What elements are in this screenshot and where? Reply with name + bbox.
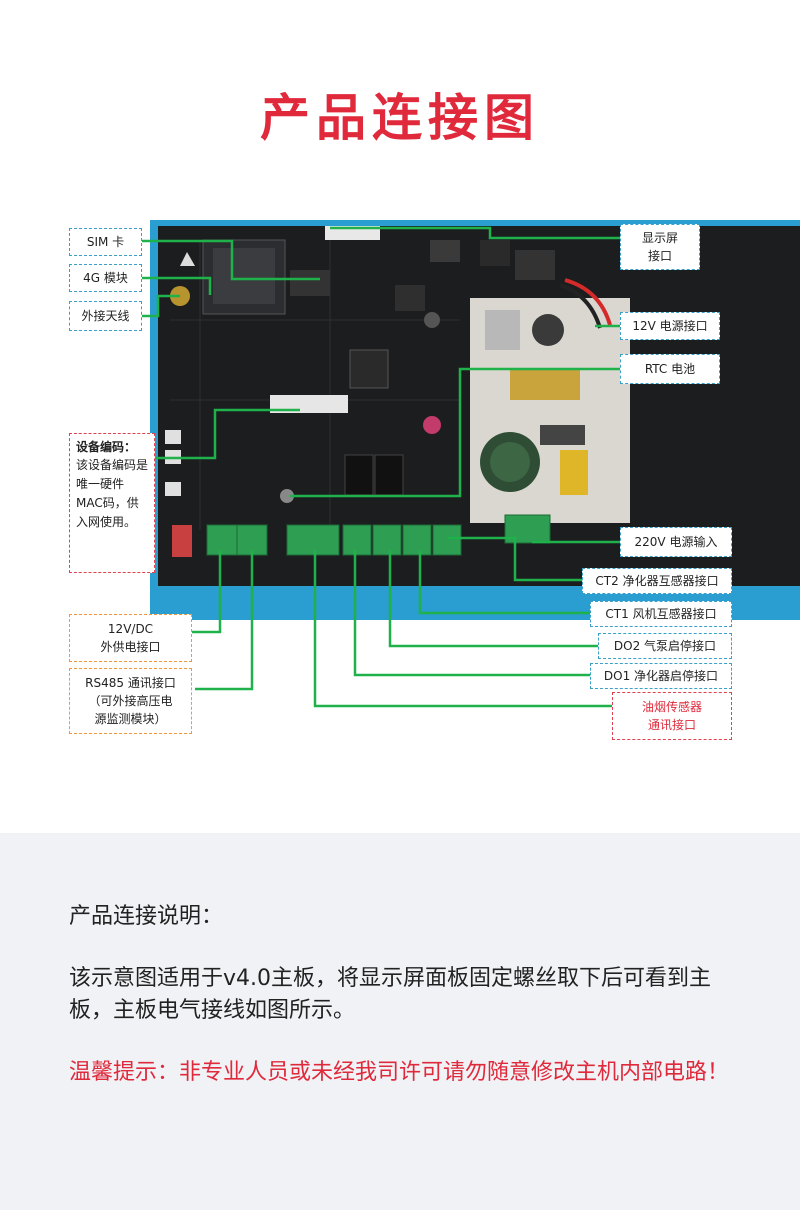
label-do2: DO2 气泵启停接口	[598, 633, 732, 659]
board-illustration	[142, 220, 800, 708]
chip-a	[395, 285, 425, 311]
label-12v-power: 12V 电源接口	[620, 312, 720, 340]
terminal-do2	[372, 524, 402, 556]
label-sim: SIM 卡	[69, 228, 142, 256]
chip-c	[480, 240, 510, 266]
label-device-code: 设备编码： 该设备编码是唯一硬件 MAC码，供入网使用。	[69, 433, 155, 573]
label-ct1: CT1 风机互感器接口	[590, 601, 732, 627]
device-code-body: 该设备编码是唯一硬件 MAC码，供入网使用。	[76, 458, 149, 529]
buzzer	[280, 489, 294, 503]
terminal-ct1	[402, 524, 432, 556]
description-body: 该示意图适用于v4.0主板，将显示屏面板固定螺丝取下后可看到主板，主板电气接线如…	[69, 966, 712, 1023]
description-panel: 产品连接说明： 该示意图适用于v4.0主板，将显示屏面板固定螺丝取下后可看到主板…	[0, 833, 800, 1210]
leader-lines	[142, 226, 620, 708]
page-title: 产品连接图	[260, 89, 540, 147]
label-220v-input: 220V 电源输入	[620, 527, 732, 557]
dc-jack	[172, 525, 192, 557]
esd-marker	[180, 252, 195, 266]
terminal-sensor	[286, 524, 340, 556]
module-chip	[213, 248, 275, 304]
capacitor-small	[424, 312, 440, 328]
terminal-do1	[342, 524, 372, 556]
label-display-port: 显示屏 接口	[620, 224, 700, 270]
sim-slot	[290, 270, 330, 296]
warning-text: 温馨提示：非专业人员或未经我司许可请勿随意修改主机内部电路！	[69, 1060, 730, 1085]
label-rtc-battery: RTC 电池	[620, 354, 720, 384]
connection-diagram: SIM 卡 4G 模块 外接天线 设备编码： 该设备编码是唯一硬件 MAC码，供…	[0, 200, 800, 800]
description-heading: 产品连接说明：	[69, 904, 224, 929]
terminal-ct2	[432, 524, 462, 556]
label-12v-dc: 12V/DC 外供电接口	[69, 614, 192, 662]
label-4g-module: 4G 模块	[69, 264, 142, 292]
rtc-battery	[423, 416, 441, 434]
chip-d	[515, 250, 555, 280]
chip-b	[430, 240, 460, 262]
label-do1: DO1 净化器启停接口	[590, 663, 732, 689]
label-sticker	[270, 395, 348, 413]
label-antenna: 外接天线	[69, 301, 142, 331]
main-chip	[349, 349, 389, 389]
terminal-12v-dc	[206, 524, 238, 556]
device-code-title: 设备编码：	[76, 440, 137, 454]
label-rs485: RS485 通讯接口 （可外接高压电 源监测模块）	[69, 668, 192, 734]
top-connector	[325, 226, 380, 240]
label-ct2: CT2 净化器互感器接口	[582, 568, 732, 594]
label-fume-sensor: 油烟传感器 通讯接口	[612, 692, 732, 740]
